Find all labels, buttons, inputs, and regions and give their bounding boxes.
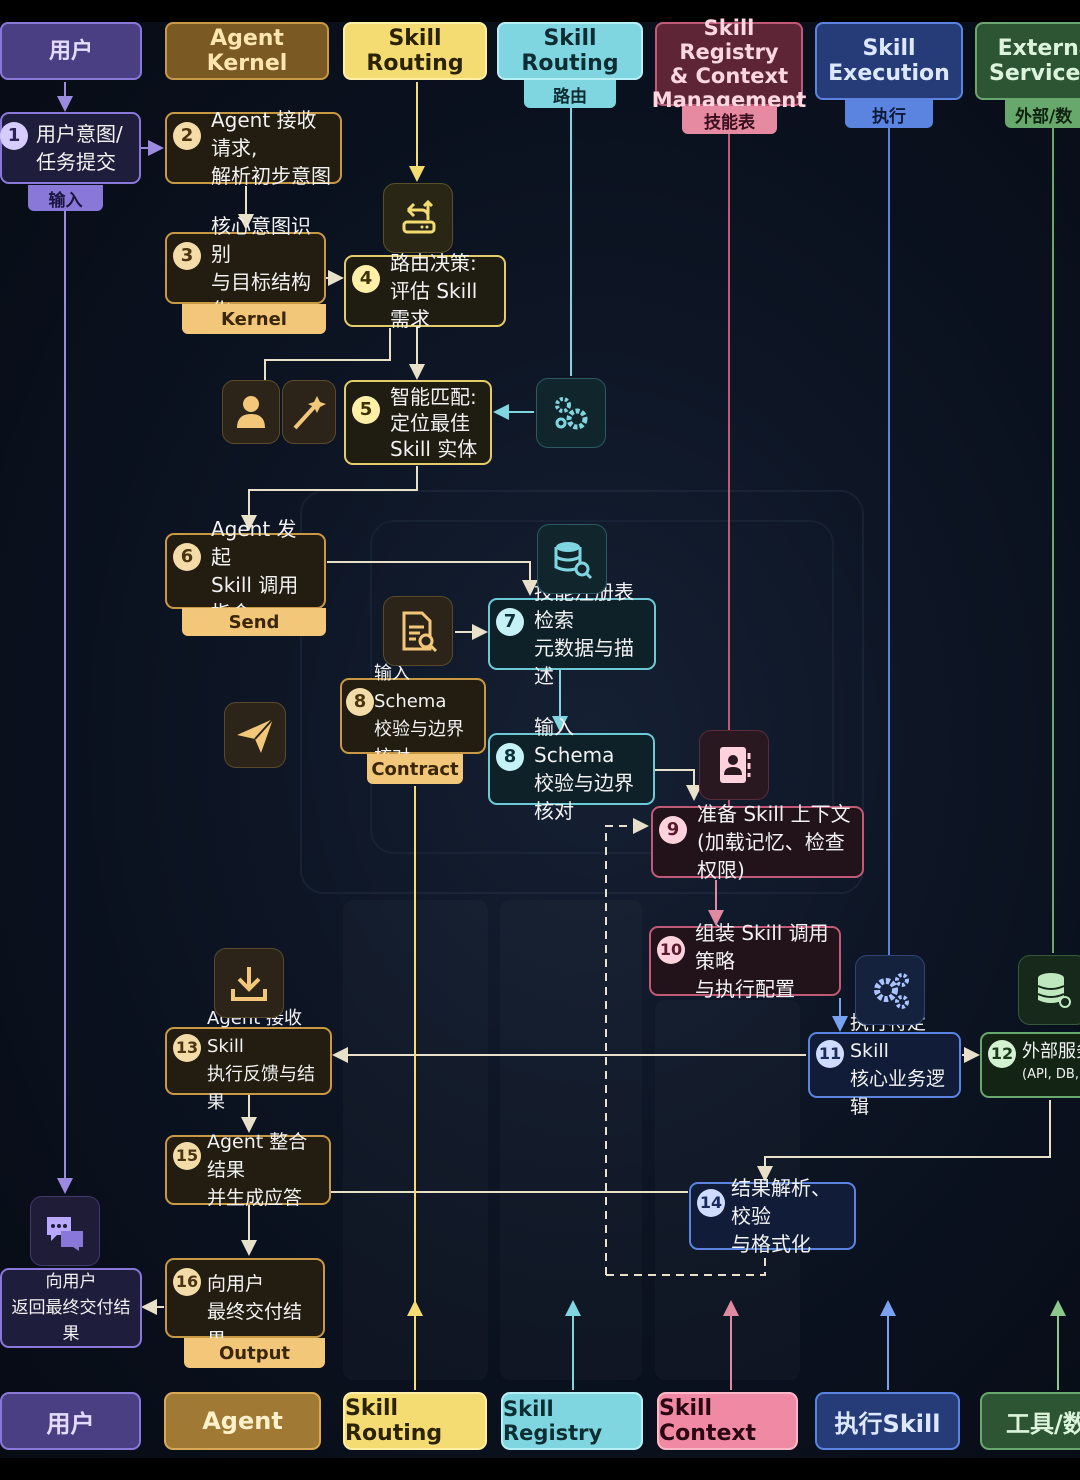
tag-output: Output	[184, 1338, 325, 1368]
top-black-bar	[0, 0, 1080, 22]
step-15-number: 15	[173, 1142, 201, 1170]
step-5-text: 智能匹配: 定位最佳 Skill 实体	[390, 384, 478, 461]
header-user: 用户	[0, 22, 142, 80]
step-6-number: 6	[173, 543, 201, 571]
step-12-text: 外部服务	[1022, 1041, 1080, 1062]
header-skill-routing-2: Skill Routing	[497, 22, 643, 80]
step-15-agent-compose: 15 Agent 整合结果 并生成应答	[165, 1131, 331, 1209]
step-13-number: 13	[173, 1034, 201, 1062]
footer-user: 用户	[0, 1392, 141, 1450]
step-10-number: 10	[657, 936, 685, 964]
database-external-icon	[1018, 955, 1080, 1025]
database-search-icon	[537, 524, 607, 594]
step-11-execute-skill: 11 执行特定 Skill 核心业务逻辑	[808, 1012, 961, 1118]
step-1-text: 用户意图/ 任务提交	[36, 122, 123, 174]
step-12-subtext: (API, DB, R	[1022, 1067, 1080, 1082]
step-3-core-intent: 3 核心意图识别 与目标结构化	[165, 214, 326, 322]
tag-contract: Contract	[367, 754, 463, 784]
step-4-routing-decision: 4 路由决策: 评估 Skill 需求	[344, 251, 506, 331]
step-8-contract-number: 8	[346, 688, 374, 716]
step-6-agent-invoke: 6 Agent 发起 Skill 调用指令	[165, 517, 326, 625]
tag-execution: 执行	[845, 100, 933, 128]
footer-skill-routing: Skill Routing	[343, 1392, 487, 1450]
contact-card-icon	[699, 730, 769, 800]
step-14-parse-result: 14 结果解析、校验 与格式化	[689, 1176, 856, 1256]
step-3-number: 3	[173, 242, 201, 270]
step-7-number: 7	[496, 608, 524, 636]
step-9-text: 准备 Skill 上下文 (加载记忆、检查权限)	[697, 802, 851, 882]
gears-icon	[536, 378, 606, 448]
step-11-number: 11	[816, 1040, 844, 1068]
step-14-text: 结果解析、校验 与格式化	[731, 1176, 831, 1256]
step-5-smart-match: 5 智能匹配: 定位最佳 Skill 实体	[344, 380, 492, 465]
user-result-text: 向用户 返回最终交付结果	[11, 1272, 131, 1344]
step-1-number: 1	[0, 122, 28, 150]
footer-skill-context: Skill Context	[657, 1392, 798, 1450]
gears-exec-icon	[855, 955, 925, 1025]
send-icon	[224, 702, 286, 768]
routing-switch-icon	[383, 183, 453, 253]
bottom-black-bar	[0, 1458, 1080, 1480]
tag-registry-table: 技能表	[682, 106, 777, 134]
header-agent-kernel: Agent Kernel	[165, 22, 329, 80]
step-15-text: Agent 整合结果 并生成应答	[207, 1131, 308, 1209]
step-12-content: 外部服务 (API, DB, R	[1022, 1038, 1080, 1084]
step-12-external-service: 12 外部服务 (API, DB, R	[980, 1032, 1080, 1098]
footer-agent: Agent	[164, 1392, 321, 1450]
tag-send: Send	[182, 608, 326, 636]
step-13-agent-feedback: 13 Agent 接收 Skill 执行反馈与结果	[165, 1008, 332, 1113]
tag-external: 外部/数	[1005, 100, 1080, 128]
step-4-text: 路由决策: 评估 Skill 需求	[390, 251, 478, 331]
header-skill-routing: Skill Routing	[343, 22, 487, 80]
download-icon	[214, 948, 284, 1018]
step-2-text: Agent 接收请求, 解析初步意图	[211, 108, 331, 188]
step-user-result: 向用户 返回最终交付结果	[0, 1268, 142, 1348]
step-12-number: 12	[988, 1040, 1016, 1068]
step-7-text: 技能注册表检索 元数据与描述	[534, 580, 634, 688]
footer-tools: 工具/数	[980, 1392, 1080, 1450]
step-7-registry-lookup: 7 技能注册表检索 元数据与描述	[488, 580, 656, 688]
background-panel-outer	[300, 490, 864, 894]
tag-user-input: 输入	[28, 185, 103, 211]
step-11-text: 执行特定 Skill 核心业务逻辑	[850, 1012, 946, 1118]
footer-skill-registry: Skill Registry	[501, 1392, 643, 1450]
step-8-number: 8	[496, 743, 524, 771]
step-16-deliver: 16 向用户 最终交付结果	[165, 1258, 325, 1351]
step-8-contract-text: 输入 Schema 校验与边界核对	[374, 663, 464, 768]
step-10-text: 组装 Skill 调用策略 与执行配置	[695, 921, 829, 1001]
step-13-text: Agent 接收 Skill 执行反馈与结果	[207, 1008, 315, 1113]
wand-icon	[282, 380, 336, 444]
step-4-number: 4	[352, 265, 380, 293]
step-8-schema-contract: 8 输入 Schema 校验与边界核对	[340, 663, 486, 768]
step-1-user-intent: 1 用户意图/ 任务提交	[0, 112, 141, 184]
step-2-agent-receive: 2 Agent 接收请求, 解析初步意图	[165, 108, 342, 188]
step-8-schema-validate: 8 输入 Schema 校验与边界核对	[488, 715, 655, 823]
user-icon	[222, 380, 280, 444]
document-search-icon	[383, 596, 453, 666]
chat-bubbles-icon	[30, 1196, 100, 1266]
step-8-text: 输入 Schema 校验与边界核对	[534, 715, 634, 823]
step-2-number: 2	[173, 122, 201, 150]
tag-routing: 路由	[524, 80, 616, 108]
step-16-number: 16	[173, 1268, 201, 1296]
step-9-number: 9	[659, 816, 687, 844]
header-external-services: External Services/I	[975, 22, 1080, 100]
footer-exec-skill: 执行Skill	[815, 1392, 960, 1450]
step-9-prepare-context: 9 准备 Skill 上下文 (加载记忆、检查权限)	[651, 802, 864, 882]
step-10-assemble-strategy: 10 组装 Skill 调用策略 与执行配置	[649, 921, 841, 1001]
step-5-number: 5	[352, 396, 380, 424]
tag-kernel: Kernel	[182, 304, 326, 334]
header-skill-registry: Skill Registry & Context Management	[651, 16, 807, 112]
step-14-number: 14	[697, 1189, 725, 1217]
header-skill-execution: Skill Execution	[815, 22, 963, 100]
